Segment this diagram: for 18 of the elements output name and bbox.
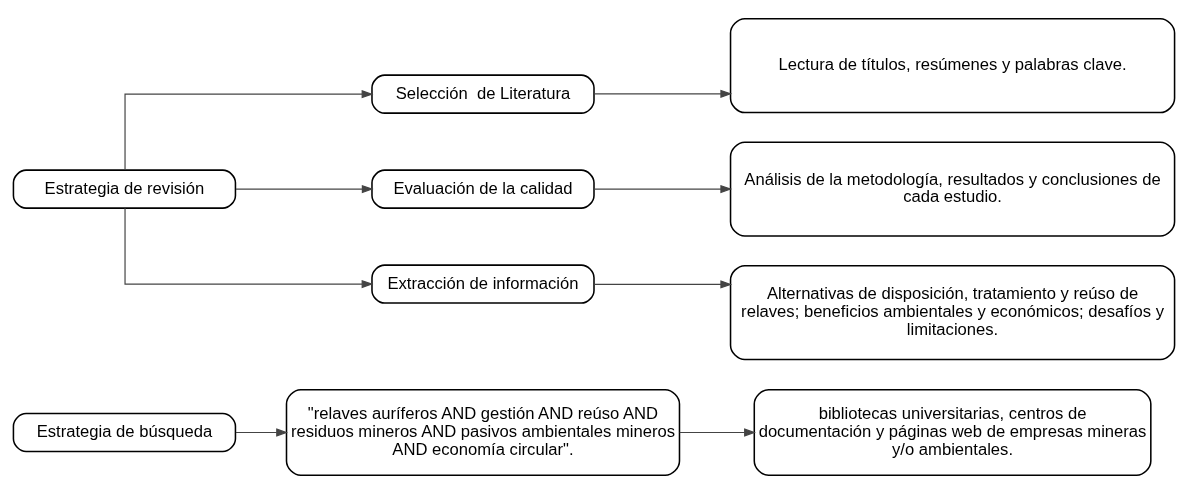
node-box: Alternativas de disposición, tratamiento y reúso de relaves; beneficios ambientales y económicos; desafíos y limitaciones. (729, 264, 1176, 360)
node-box: Extracción de información (371, 263, 595, 304)
node-box: Selección de Literatura (371, 73, 595, 114)
arrow (593, 89, 733, 98)
node-box: Estrategia de búsqueda (12, 412, 237, 452)
arrow (593, 184, 733, 193)
node-box: Lectura de títulos, resúmenes y palabras clave. (729, 17, 1176, 113)
arrow (679, 427, 756, 437)
node-box: bibliotecas universitarias, centros de documentación y páginas web de empresas mineras y/o ambientales. (753, 388, 1152, 476)
node-box: Estrategia de revisión (12, 168, 237, 209)
node-box: "relaves auríferos AND gestión AND reúso AND residuos mineros AND pasivos ambientales mineros AND economía circular". (285, 388, 681, 476)
node-box: Evaluación de la calidad (371, 168, 595, 209)
arrow (593, 279, 733, 289)
arrow (235, 427, 289, 437)
node-box: Análisis de la metodología, resultados y conclusiones de cada estudio. (729, 140, 1176, 237)
arrow (235, 184, 374, 193)
arrow (124, 89, 374, 170)
arrow (124, 207, 374, 288)
